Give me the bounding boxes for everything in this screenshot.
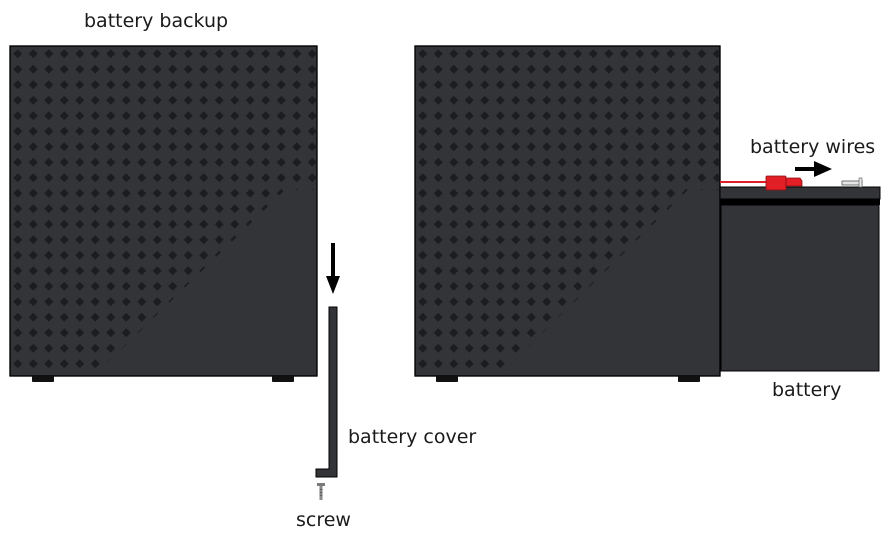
foot-right — [678, 376, 700, 382]
battery — [720, 187, 880, 371]
foot-left — [436, 376, 458, 382]
foot-right — [272, 376, 294, 382]
battery-top — [720, 187, 880, 199]
battery-cover — [316, 307, 337, 477]
foot-left — [32, 376, 54, 382]
battery-wires-label: battery wires — [750, 136, 875, 158]
connector — [766, 176, 786, 190]
battery-cover-label: battery cover — [348, 426, 476, 448]
battery-backup-unit-right — [415, 46, 720, 382]
battery-label: battery — [772, 379, 841, 401]
screw-icon — [317, 483, 325, 500]
battery-band — [720, 199, 880, 205]
battery-backup-label: battery backup — [84, 10, 228, 32]
battery-backup-unit-left — [10, 46, 317, 382]
down-arrow-icon — [326, 243, 340, 294]
battery-body — [721, 205, 879, 371]
screw-label: screw — [296, 509, 351, 531]
right-arrow-icon — [795, 161, 832, 177]
